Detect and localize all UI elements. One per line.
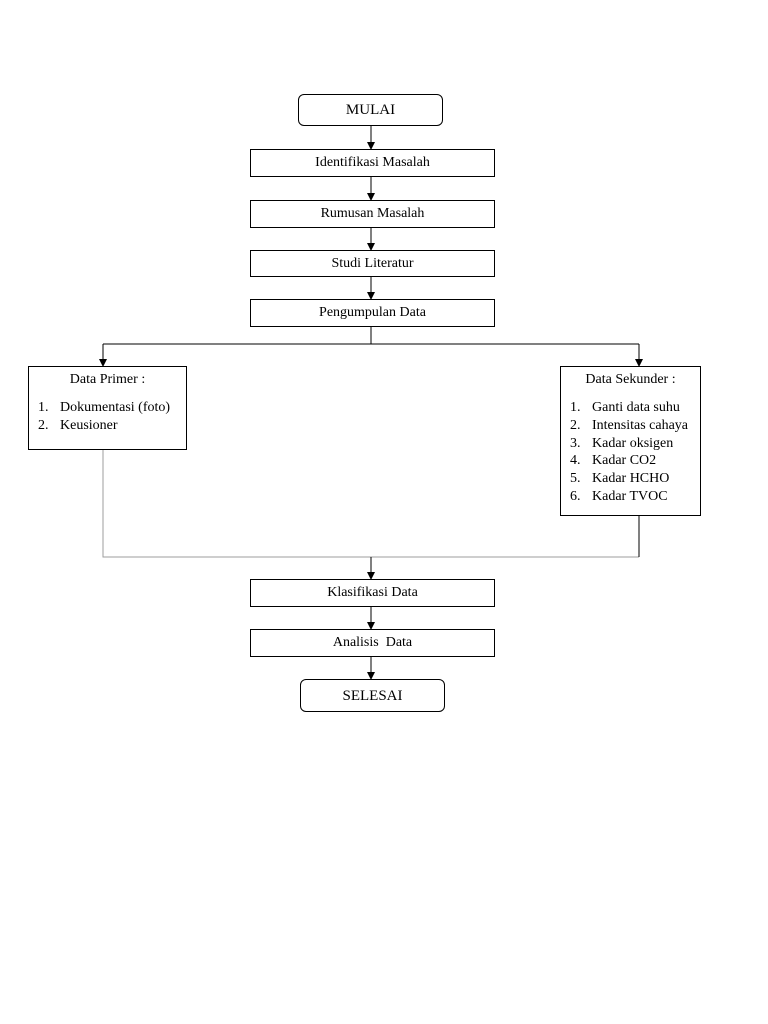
list-item-text: Intensitas cahaya: [592, 417, 689, 433]
list-item-number: 6.: [570, 488, 581, 504]
data-sekunder-box: Data Sekunder : 1. Ganti data suhu 2. Inte…: [560, 366, 701, 516]
list-item-text: Kadar TVOC: [592, 488, 668, 504]
step-klasifikasi-data: Klasifikasi Data: [250, 579, 495, 607]
list-item-text: Kadar HCHO: [592, 471, 670, 487]
data-sekunder-title: Data Sekunder :: [585, 372, 676, 387]
list-item-number: 1.: [570, 400, 581, 415]
data-primer-list: 1. Dokumentasi (foto) 2. Keusioner: [38, 399, 170, 435]
list-item-number: 3.: [570, 435, 581, 451]
list-item: 6. Kadar TVOC: [570, 488, 688, 506]
list-item-number: 2.: [570, 417, 581, 433]
step-analisis-data: Analisis Data: [250, 629, 495, 657]
data-primer-box: Data Primer : 1. Dokumentasi (foto) 2. Keu…: [28, 366, 187, 450]
list-item: 4. Kadar CO2: [570, 452, 688, 470]
step-identifikasi-masalah: Identifikasi Masalah: [250, 149, 495, 177]
list-item-text: Keusioner: [60, 417, 118, 433]
data-sekunder-list: 1. Ganti data suhu 2. Intensitas cahaya 3.…: [570, 399, 688, 506]
list-item-number: 4.: [570, 453, 581, 469]
list-item: 2. Keusioner: [38, 417, 170, 435]
step-studi-literatur: Studi Literatur: [250, 250, 495, 277]
list-item-number: 5.: [570, 471, 581, 487]
list-item-text: Ganti data suhu: [592, 400, 680, 415]
list-item-text: Kadar oksigen: [592, 435, 674, 451]
list-item: 3. Kadar oksigen: [570, 435, 688, 453]
list-item-number: 2.: [38, 417, 49, 433]
step-pengumpulan-data: Pengumpulan Data: [250, 299, 495, 327]
end-terminal: SELESAI: [300, 679, 445, 712]
start-terminal: MULAI: [298, 94, 443, 126]
list-item-text: Dokumentasi (foto): [60, 400, 171, 415]
list-item: 5. Kadar HCHO: [570, 470, 688, 488]
list-item: 1. Dokumentasi (foto): [38, 399, 170, 417]
list-item-text: Kadar CO2: [592, 453, 657, 469]
merge-line: [102, 450, 639, 558]
list-item-number: 1.: [38, 400, 49, 415]
step-rumusan-masalah: Rumusan Masalah: [250, 200, 495, 228]
list-item: 2. Intensitas cahaya: [570, 417, 688, 435]
list-item: 1. Ganti data suhu: [570, 399, 688, 417]
data-primer-title: Data Primer :: [69, 372, 146, 387]
